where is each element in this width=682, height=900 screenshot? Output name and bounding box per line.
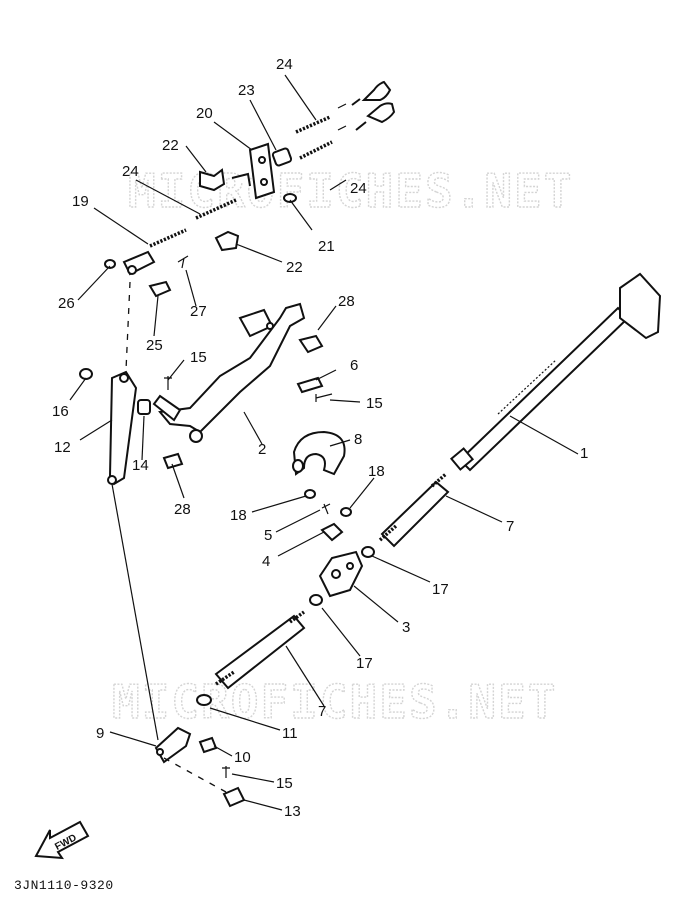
shift-rod (111, 483, 159, 741)
ball-18-left (304, 489, 316, 499)
ball-18-right (340, 507, 352, 517)
callout-10: 10 (234, 749, 251, 766)
shaft-7-upper (378, 472, 450, 548)
washer-11 (196, 694, 212, 706)
callout-17: 17 (356, 655, 373, 672)
callout-25: 25 (146, 337, 163, 354)
guide-line-upper (125, 281, 131, 371)
callout-1: 1 (580, 445, 588, 462)
callout-21: 21 (318, 238, 335, 255)
callout-19: 19 (72, 193, 89, 210)
callout-12: 12 (54, 439, 71, 456)
shift-lever-12 (107, 370, 138, 486)
callout-15: 15 (190, 349, 207, 366)
shaft-7-lower (214, 610, 306, 690)
cable-joint-22-top (199, 168, 226, 192)
callout-18: 18 (368, 463, 385, 480)
callout-28: 28 (338, 293, 355, 310)
callout-3: 3 (402, 619, 410, 636)
callout-22: 22 (162, 137, 179, 154)
callout-26: 26 (58, 295, 75, 312)
leader-lines (69, 74, 579, 811)
screw-15-left (164, 376, 172, 390)
callout-23: 23 (238, 82, 255, 99)
washer-26 (104, 259, 116, 269)
callout-6: 6 (350, 357, 358, 374)
callout-20: 20 (196, 105, 213, 122)
callout-24: 24 (276, 56, 293, 73)
spring-24-top (295, 115, 331, 134)
washer-17-lower (309, 594, 323, 606)
callout-8: 8 (354, 431, 362, 448)
lever-9 (154, 726, 192, 764)
callout-7: 7 (318, 703, 326, 720)
guide-line-lower (163, 757, 227, 793)
callout-11: 11 (282, 725, 298, 742)
callout-15: 15 (366, 395, 383, 412)
bolt-28-top (298, 334, 324, 354)
cable-ends (337, 80, 396, 131)
callout-17: 17 (432, 581, 449, 598)
shift-arm-3 (318, 550, 364, 598)
bolt-28-left (162, 452, 184, 470)
callout-24: 24 (350, 180, 367, 197)
spring-24-right (299, 140, 333, 160)
callout-13: 13 (284, 803, 301, 820)
callout-2: 2 (258, 441, 266, 458)
cotter-pin-27 (177, 255, 189, 269)
pin-6 (296, 376, 324, 394)
link-end-19 (122, 250, 156, 276)
callout-15: 15 (276, 775, 293, 792)
pin-10 (198, 736, 218, 754)
callout-16: 16 (52, 403, 69, 420)
callout-18: 18 (230, 507, 247, 524)
bolt-13 (222, 786, 246, 808)
callout-22: 22 (286, 259, 303, 276)
washer-16 (79, 368, 93, 380)
shift-handle-1 (449, 272, 662, 472)
callout-5: 5 (264, 527, 272, 544)
callout-9: 9 (96, 725, 104, 742)
screw-15-lower (222, 766, 230, 778)
detent-4 (320, 522, 344, 542)
callout-labels: 24 23 20 22 24 24 19 21 22 26 27 28 25 1… (52, 56, 588, 820)
screw-15-right (315, 393, 333, 402)
fwd-arrow: FWD (34, 820, 90, 860)
shift-bracket-2 (152, 302, 306, 443)
spring-19 (149, 228, 187, 248)
spring-5 (321, 503, 331, 515)
watermark-bottom: MICROFICHES.NET (112, 675, 557, 729)
callout-28: 28 (174, 501, 191, 518)
cable-bracket-20 (231, 142, 276, 200)
callout-24: 24 (122, 163, 139, 180)
pin-25 (148, 280, 172, 298)
clamp-8 (292, 430, 346, 476)
clip-21 (283, 193, 297, 203)
cable-joint-22-lower (214, 230, 240, 252)
diagram-part-code: 3JN1110-9320 (14, 878, 114, 893)
collar-23 (271, 147, 293, 167)
washer-17-upper (361, 546, 375, 558)
bushing-14 (137, 399, 151, 415)
callout-7: 7 (506, 518, 514, 535)
callout-27: 27 (190, 303, 207, 320)
callout-14: 14 (132, 457, 149, 474)
callout-4: 4 (262, 553, 270, 570)
